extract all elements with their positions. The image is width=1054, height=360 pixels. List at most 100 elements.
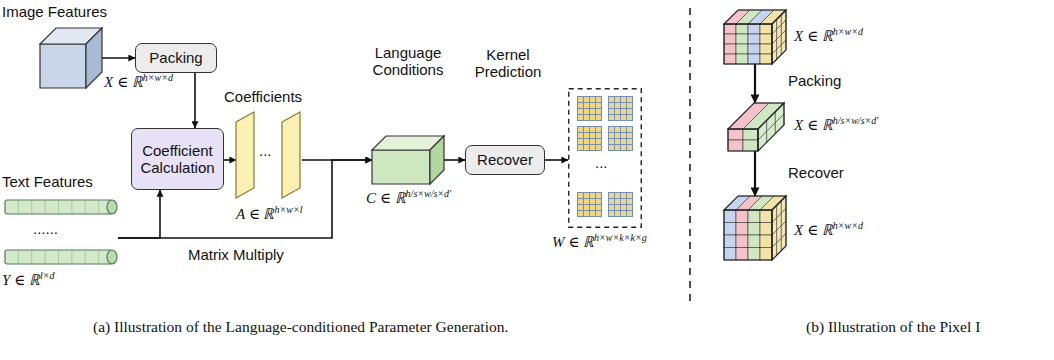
node-shape — [724, 10, 786, 64]
shape-part — [609, 139, 614, 144]
shape-part — [372, 150, 430, 184]
shape-part — [609, 211, 614, 216]
shape-part — [578, 211, 583, 216]
shape-part — [615, 109, 620, 114]
exponent: h×w×d — [143, 72, 173, 83]
coefficient-stack: Coefficients...A ∈ ℝh×w×l — [236, 112, 302, 200]
kernel-grid — [577, 126, 602, 151]
shape-part — [590, 133, 595, 138]
shape-part — [615, 133, 620, 138]
shape-part — [627, 145, 632, 150]
shape-part — [736, 223, 748, 236]
flow-arrow — [118, 190, 160, 238]
shape-part — [430, 136, 444, 184]
exponent: h×w×d — [833, 26, 863, 37]
kernel-grid — [608, 126, 633, 151]
math-label: C ∈ ℝh/s×w/s×d′ — [366, 190, 451, 207]
shape-part — [590, 193, 595, 198]
shape-part — [736, 24, 748, 34]
exponent: h×w×d — [833, 220, 863, 231]
feature-title: Language Conditions — [362, 44, 454, 79]
shape-part — [596, 109, 601, 114]
shape-part — [609, 115, 614, 120]
shape-part — [748, 248, 760, 261]
shape-part — [578, 97, 583, 102]
shape-part — [758, 103, 784, 151]
feature-title: Text Features — [2, 173, 93, 190]
box-label: Packing — [149, 49, 202, 66]
shape-part — [621, 97, 626, 102]
shape-part — [584, 97, 589, 102]
shape-part — [724, 223, 736, 236]
shape-part — [609, 193, 614, 198]
shape-part — [85, 251, 86, 263]
language-condition-block: Language ConditionsC ∈ ℝh/s×w/s×d′ — [372, 136, 444, 184]
shape-part — [760, 223, 772, 236]
shape-part — [736, 210, 748, 223]
shape-part — [615, 199, 620, 204]
shape-part — [578, 127, 583, 132]
shape-part — [760, 248, 772, 261]
shape-part — [724, 54, 736, 64]
shape-part — [724, 44, 736, 54]
math-label: W ∈ ℝh×w×k×k×g — [552, 234, 647, 251]
shape-part — [85, 201, 86, 213]
shape-part — [584, 145, 589, 150]
kernel-grid — [608, 192, 633, 217]
shape-part — [98, 251, 99, 263]
divider-line — [689, 8, 691, 305]
shape-part — [578, 109, 583, 114]
cube-drawing — [724, 196, 786, 260]
exponent: h/s×w/s×d′ — [406, 188, 452, 199]
shape-part — [45, 251, 46, 263]
text-feature-bar — [5, 200, 112, 214]
shape-part — [578, 205, 583, 210]
shape-part — [615, 193, 620, 198]
shape-part — [31, 251, 32, 263]
flow-arrow — [754, 151, 756, 196]
shape-part — [86, 28, 102, 88]
flow-arrow — [444, 159, 465, 161]
shape-part — [615, 211, 620, 216]
node-shape — [724, 196, 786, 260]
feature-title: Image Features — [2, 3, 107, 20]
shape-part — [584, 133, 589, 138]
math-label: A ∈ ℝh×w×l — [236, 206, 302, 223]
flow-arrow — [224, 159, 236, 161]
shape-part — [724, 210, 736, 223]
shape-part — [760, 44, 772, 54]
box-label: Coefficient Calculation — [138, 142, 217, 177]
shape-part — [621, 193, 626, 198]
shape-part — [621, 103, 626, 108]
box-label: Recover — [477, 151, 533, 168]
shape-part — [40, 44, 86, 88]
shape-part — [621, 145, 626, 150]
flow-arrow — [194, 73, 196, 128]
shape-part — [748, 235, 760, 248]
shape-part — [621, 127, 626, 132]
shape-part — [107, 250, 117, 264]
shape-part — [621, 109, 626, 114]
shape-part — [724, 196, 786, 210]
flow-arrow — [545, 159, 568, 161]
shape-part — [615, 97, 620, 102]
kernel-grid — [577, 96, 602, 121]
shape-part — [627, 193, 632, 198]
math-label: X ∈ ℝh×w×d — [794, 28, 863, 45]
figure-caption: (a) Illustration of the Language-conditi… — [93, 318, 508, 336]
node-shape — [40, 28, 102, 88]
shape-part — [736, 44, 748, 54]
shape-part — [596, 127, 601, 132]
shape-part — [724, 24, 736, 34]
shape-part — [627, 97, 632, 102]
cube-drawing — [40, 28, 102, 88]
math-label: Y ∈ ℝl×d — [2, 272, 54, 289]
shape-part — [584, 103, 589, 108]
kernel-frame — [569, 89, 642, 228]
shape-part — [743, 129, 758, 140]
recover-box: Recover — [465, 145, 545, 175]
shape-part — [578, 133, 583, 138]
shape-part — [584, 199, 589, 204]
shape-part — [578, 193, 583, 198]
packed-cube: X ∈ ℝh/s×w/s×d′ — [728, 103, 784, 151]
